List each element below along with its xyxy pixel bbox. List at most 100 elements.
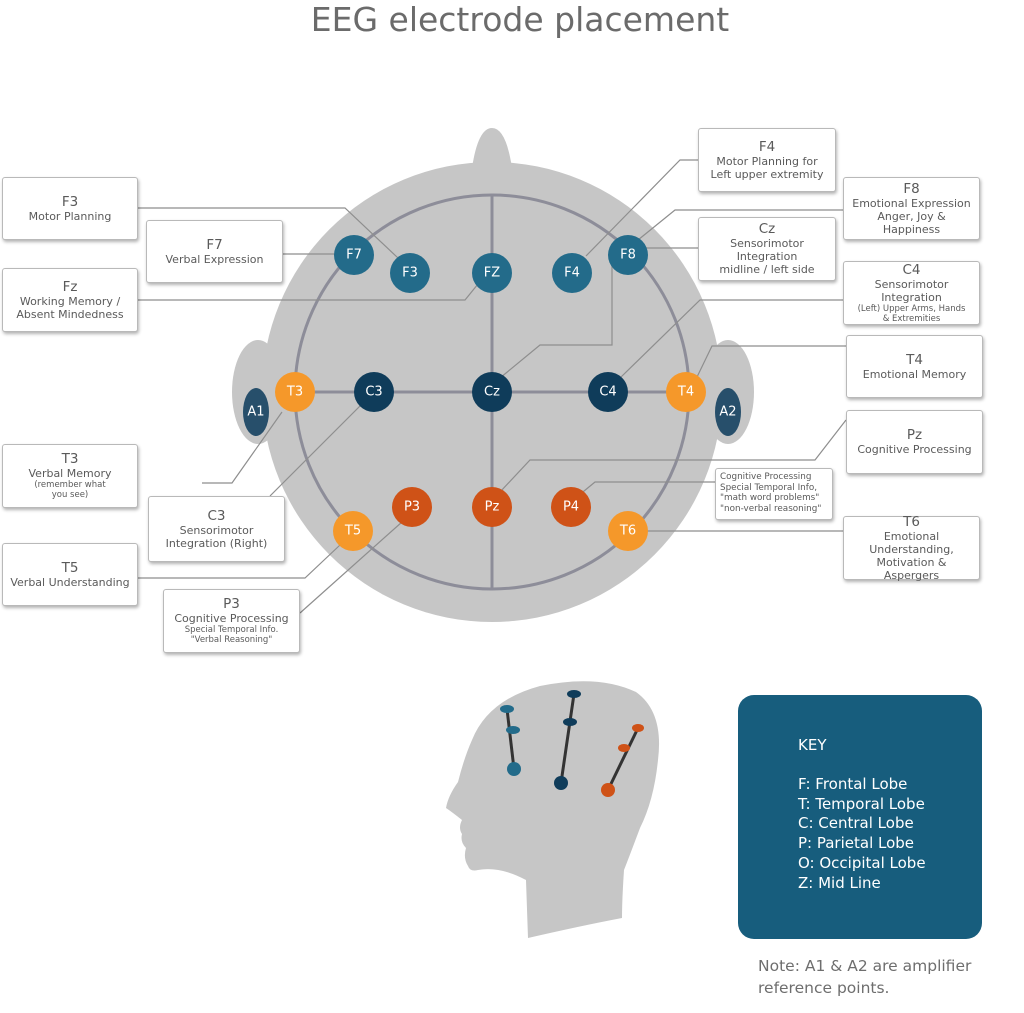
electrode-marker <box>715 388 741 436</box>
electrode-label: A1 <box>247 405 264 420</box>
electrode-label: P4 <box>563 500 579 515</box>
electrode-pz: Pz <box>472 487 512 527</box>
label-box-p4: Cognitive Processing Special Temporal In… <box>715 468 833 520</box>
label-box-t4: T4 Emotional Memory <box>846 335 983 398</box>
electrode-label: FZ <box>484 266 500 281</box>
electrode-marker <box>608 511 648 551</box>
electrode-label: P3 <box>404 500 420 515</box>
side-view-head <box>446 681 660 938</box>
electrode-label: C4 <box>599 385 616 400</box>
label-note: (remember what you see) <box>34 480 106 500</box>
label-desc: Sensorimotor Integration <box>874 277 949 304</box>
label-title: Pz <box>906 427 923 443</box>
label-desc: Cognitive Processing <box>857 443 972 456</box>
leader-p4 <box>577 481 715 497</box>
label-desc: Working Memory / Absent Mindedness <box>16 294 124 321</box>
leader-lines <box>138 159 847 614</box>
electrode-label: C3 <box>365 385 382 400</box>
legend-key-title: KEY <box>798 736 827 754</box>
label-desc: Verbal Expression <box>165 252 264 266</box>
electrode-label: F3 <box>402 266 418 281</box>
label-title: T6 <box>903 513 920 530</box>
electrode-label: Pz <box>485 500 500 515</box>
label-desc: Cognitive Processing <box>174 612 289 625</box>
side-electrode-frontal-bottom <box>507 762 521 776</box>
label-box-fz: Fz Working Memory / Absent Mindedness <box>2 268 138 332</box>
electrode-label: T6 <box>619 524 636 539</box>
label-box-t6: T6 Emotional Understanding, Motivation &… <box>843 513 980 582</box>
side-electrode-parietal-bottom <box>601 783 615 797</box>
leader-t4 <box>696 345 846 378</box>
electrode-f4: F4 <box>552 253 592 293</box>
electrode-c3: C3 <box>354 372 394 412</box>
legend-key-item: Z: Mid Line <box>798 873 881 892</box>
label-box-cz: Cz Sensorimotor Integration midline / le… <box>698 217 836 281</box>
side-electrode-central-bottom <box>554 776 568 790</box>
electrode-f8: F8 <box>608 235 648 275</box>
electrode-label: A2 <box>719 405 736 420</box>
electrode-label: F7 <box>346 248 362 263</box>
reference-note: Note: A1 & A2 are amplifier reference po… <box>758 957 972 997</box>
electrode-label: T4 <box>677 385 694 400</box>
label-box-t3: T3 Verbal Memory (remember what you see) <box>2 444 138 508</box>
electrode-marker <box>552 253 592 293</box>
label-title: Cz <box>758 221 776 237</box>
electrode-label: F8 <box>620 248 636 263</box>
leader-c3 <box>269 403 363 497</box>
side-head-silhouette <box>446 681 660 938</box>
electrode-marker <box>333 511 373 551</box>
electrode-p3: P3 <box>392 487 432 527</box>
label-desc: Emotional Understanding, Motivation & As… <box>869 529 954 582</box>
label-title: F3 <box>61 193 79 210</box>
electrode-f7: F7 <box>334 235 374 275</box>
label-desc: Motor Planning <box>28 209 112 223</box>
label-note: Special Temporal Info. "Verbal Reasoning… <box>184 625 279 645</box>
electrode-p4: P4 <box>551 487 591 527</box>
electrode-marker <box>472 487 512 527</box>
label-title: F7 <box>206 236 223 253</box>
label-box-t5: T5 Verbal Understanding <box>2 543 138 606</box>
leader-c4 <box>619 299 843 379</box>
electrode-marker <box>392 487 432 527</box>
legend-key-item: P: Parietal Lobe <box>798 834 915 853</box>
label-note: (Left) Upper Arms, Hands & Extremities <box>857 303 966 324</box>
electrode-c4: C4 <box>588 372 628 412</box>
side-electrode-parietal-top <box>632 724 644 732</box>
label-desc: Verbal Understanding <box>10 575 130 589</box>
page-title: EEG electrode placement <box>310 0 730 39</box>
label-box-c4: C4 Sensorimotor Integration (Left) Upper… <box>843 261 980 325</box>
electrode-marker <box>666 372 706 412</box>
side-electrode-central-mid <box>563 718 577 726</box>
electrode-marker <box>472 372 512 412</box>
electrode-marker <box>390 253 430 293</box>
label-desc: Sensorimotor Integration (Right) <box>165 523 268 550</box>
leader-fz <box>138 283 479 301</box>
electrode-f3: F3 <box>390 253 430 293</box>
electrode-marker <box>354 372 394 412</box>
label-box-pz: Pz Cognitive Processing <box>846 410 983 474</box>
electrode-marker <box>551 487 591 527</box>
label-title: Fz <box>62 278 78 295</box>
electrode-label: Cz <box>484 385 500 400</box>
label-title: F8 <box>903 180 920 197</box>
label-box-f3: F3 Motor Planning <box>2 177 138 240</box>
label-title: F4 <box>758 138 776 155</box>
legend-key-item: T: Temporal Lobe <box>798 794 925 813</box>
label-box-f4: F4 Motor Planning for Left upper extremi… <box>698 128 836 192</box>
label-box-p3: P3 Cognitive Processing Special Temporal… <box>163 589 300 653</box>
electrode-a1: A1 <box>243 388 269 436</box>
electrode-t4: T4 <box>666 372 706 412</box>
label-desc: Emotional Expression Anger, Joy & Happin… <box>852 196 971 236</box>
label-desc: Sensorimotor Integration midline / left … <box>719 237 815 276</box>
electrode-t5: T5 <box>333 511 373 551</box>
label-title: T5 <box>61 559 79 576</box>
legend-key-panel: KEY F: Frontal Lobe T: Temporal Lobe C: … <box>738 695 982 939</box>
leader-t3 <box>202 411 283 484</box>
label-box-c3: C3 Sensorimotor Integration (Right) <box>148 496 285 562</box>
side-electrode-frontal-mid <box>506 726 520 734</box>
label-desc: Motor Planning for Left upper extremity <box>710 154 824 181</box>
electrode-label: T3 <box>286 385 303 400</box>
